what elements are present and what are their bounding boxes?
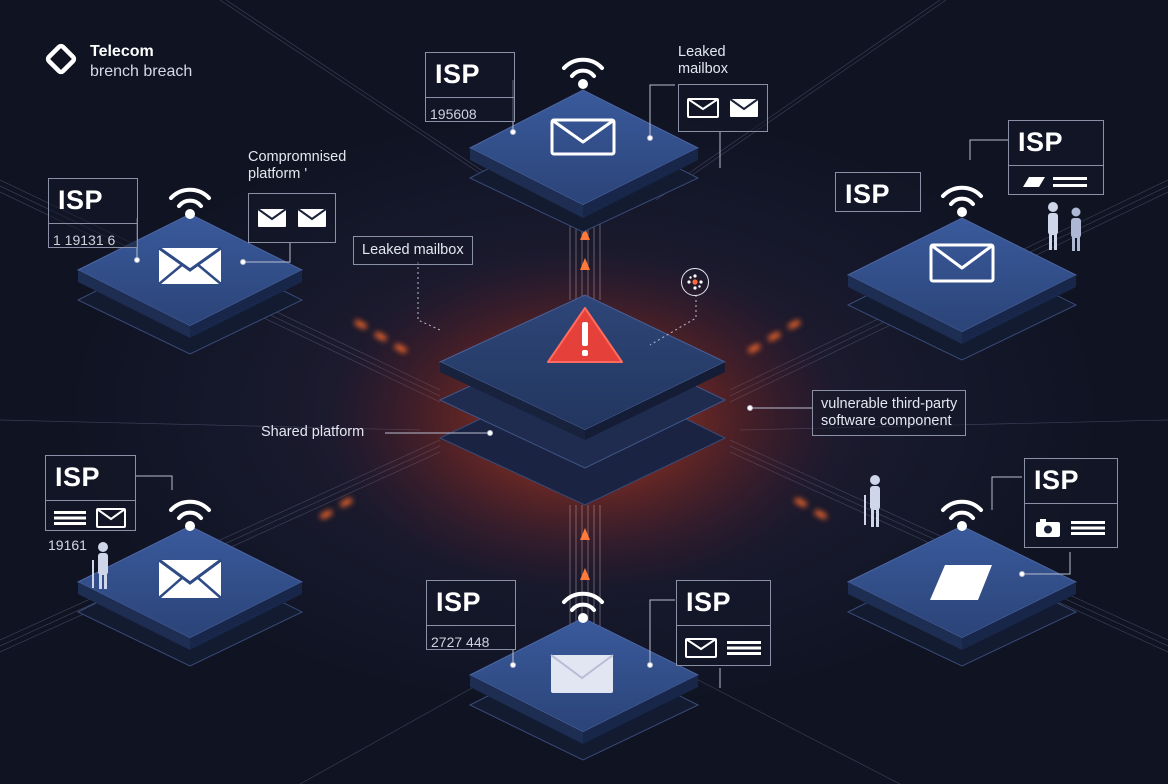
logo-title: Telecom [90, 43, 154, 60]
isp-card-right-upper-small[interactable]: ISP [1008, 120, 1104, 195]
person-icon [1071, 207, 1081, 251]
wifi-icon [169, 187, 211, 219]
envelope-icon [257, 208, 287, 227]
isp-icon-row [46, 500, 135, 534]
callout-line: Leaked [678, 44, 726, 60]
envelope-icon [550, 118, 616, 156]
isp-number: 2727 448 [427, 625, 515, 651]
person-icon [1048, 202, 1058, 250]
wifi-icon [941, 499, 983, 531]
envelope-icon [550, 654, 614, 693]
isp-icon-row [1025, 503, 1117, 551]
isp-card-right-upper[interactable]: ISP [835, 172, 921, 212]
platform-top[interactable] [468, 89, 700, 233]
lines-icon [1071, 520, 1105, 535]
wifi-icon [562, 591, 604, 623]
callout-line: software component [821, 413, 952, 429]
isp-label: ISP [1018, 127, 1064, 157]
loose-number: 19161 [48, 537, 87, 553]
lines-icon [727, 640, 761, 655]
dots-glyph [687, 274, 703, 290]
leader-lines [134, 80, 1071, 688]
envelope-icon [96, 507, 126, 528]
callout-vulnerable-component: vulnerable third-party software componen… [812, 390, 967, 436]
callout-compromised-platform: Compromnised platform ' [248, 149, 346, 183]
envelope-icon [297, 208, 327, 227]
isp-number: 1 19131 6 [49, 223, 137, 249]
isp-card-bottom-right[interactable]: ISP [676, 580, 771, 666]
diamond-logo-icon [45, 43, 77, 75]
isp-label: ISP [436, 587, 482, 617]
callout-line: platform ' [248, 166, 308, 182]
isp-card-right-lower[interactable]: ISP [1024, 458, 1118, 548]
lines-icon [1053, 177, 1087, 187]
callout-line: Shared platform [261, 424, 365, 440]
isp-icon-row [677, 625, 770, 669]
isp-card-bottom-left[interactable]: ISP 2727 448 [426, 580, 516, 650]
wifi-icon [941, 185, 983, 217]
isp-label: ISP [845, 179, 891, 209]
isp-card-top[interactable]: ISP 195608 [425, 52, 515, 122]
envelope-icon [929, 243, 995, 283]
platform-right-upper[interactable] [846, 217, 1078, 361]
camera-icon [1036, 518, 1060, 537]
network-dots-icon[interactable] [681, 268, 709, 296]
isp-card-left-lower[interactable]: ISP [45, 455, 136, 531]
data-flow-arrows [580, 228, 590, 580]
warning-triangle-icon [547, 307, 623, 363]
isp-label: ISP [58, 185, 104, 215]
envelope-icon [158, 246, 222, 285]
card-icon [1023, 177, 1045, 187]
person-icon [92, 542, 108, 589]
leaked-mailbox-icons [678, 84, 768, 132]
envelope-icon [687, 98, 719, 118]
logo: Telecom brench breach [44, 42, 192, 82]
callout-line: Compromnised [248, 149, 347, 165]
isp-icon-row [1009, 165, 1103, 198]
lines-icon [54, 510, 86, 525]
wifi-icon [169, 499, 211, 531]
envelope-icon [685, 637, 717, 658]
callout-line: mailbox [678, 61, 728, 77]
compromised-platform-icons [248, 193, 336, 243]
callout-leaked-mailbox-center: Leaked mailbox [353, 236, 473, 265]
isp-label: ISP [55, 462, 101, 492]
person-icon [864, 475, 880, 527]
isp-label: ISP [686, 587, 732, 617]
envelope-icon [729, 98, 759, 117]
card-icon [930, 565, 992, 600]
isp-label: ISP [1034, 465, 1080, 495]
callout-line: Leaked mailbox [362, 242, 464, 258]
callout-shared-platform: Shared platform [261, 424, 364, 441]
isp-card-left-upper[interactable]: ISP 1 19131 6 [48, 178, 138, 248]
logo-subtitle: brench breach [90, 63, 193, 80]
envelope-icon [158, 558, 222, 599]
isp-number: 195608 [426, 97, 514, 123]
callout-line: vulnerable third-party [821, 396, 958, 412]
isp-label: ISP [435, 59, 481, 89]
wifi-icon [562, 57, 604, 89]
callout-leaked-mailbox-top: Leaked mailbox [678, 44, 728, 78]
breach-signals [319, 319, 828, 520]
